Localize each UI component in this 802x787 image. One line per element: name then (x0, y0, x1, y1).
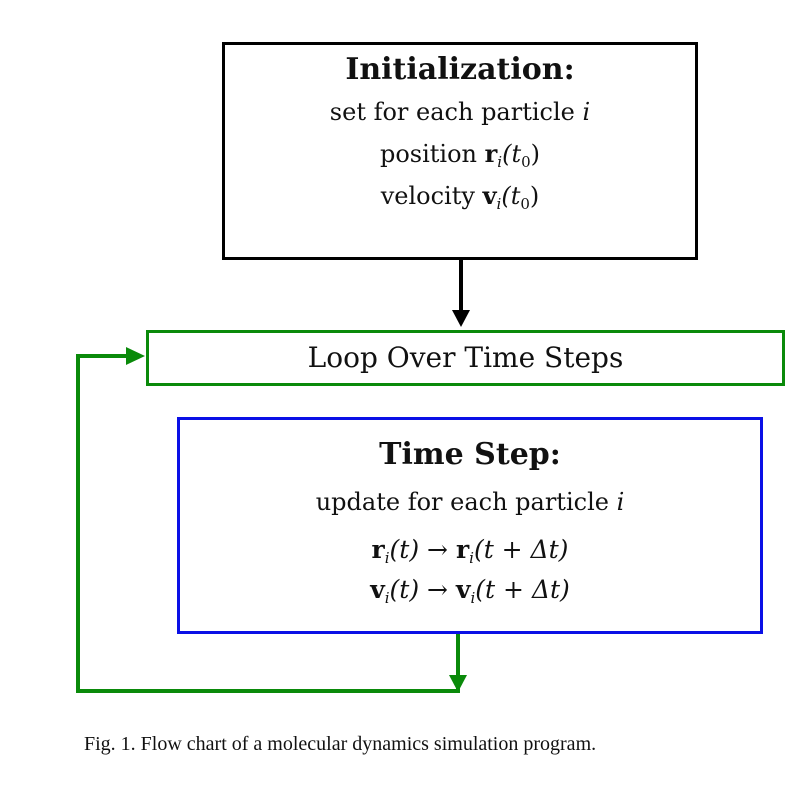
r-symbol: r (484, 139, 498, 168)
t0-close: ) (530, 140, 541, 168)
velocity-label: velocity (380, 182, 475, 210)
v-update-equation: vi(t) → vi(t + Δt) (180, 575, 760, 607)
init-line-each-particle: set for each particle i (225, 97, 695, 127)
step-line-each-particle: update for each particle i (180, 487, 760, 517)
v-subscript: i (496, 195, 502, 213)
r-lhs-arg: (t) (389, 535, 420, 564)
t0-subscript-2: 0 (520, 195, 530, 213)
figure-caption: Fig. 1. Flow chart of a molecular dynami… (84, 733, 597, 755)
time-step-title: Time Step: (379, 437, 561, 472)
step-line1-var: i (616, 488, 625, 516)
step-line1-text: update for each particle (315, 488, 609, 516)
t0-close-2: ) (529, 182, 540, 210)
v-rhs-sub: i (470, 589, 476, 607)
r-arrow: → (427, 535, 448, 564)
position-label: position (379, 140, 477, 168)
init-line1-var: i (582, 98, 591, 126)
r-rhs-sub: i (469, 549, 474, 567)
init-velocity-line: velocity vi(t0) (225, 181, 695, 213)
loop-back-arrowhead (126, 347, 145, 365)
v-lhs-arg: (t) (389, 575, 420, 604)
loop-box: Loop Over Time Steps (146, 330, 785, 386)
r-lhs-symbol: r (371, 535, 385, 564)
v-lhs-symbol: v (370, 575, 385, 604)
step-down-arrowhead (449, 675, 467, 692)
t0-open-2: (t (501, 182, 521, 210)
v-lhs-sub: i (384, 589, 390, 607)
time-step-box: Time Step: update for each particle i ri… (177, 417, 763, 634)
init-line1-text: set for each particle (329, 98, 575, 126)
v-arrow: → (427, 575, 448, 604)
init-position-line: position ri(t0) (225, 139, 695, 171)
v-symbol: v (482, 181, 497, 210)
r-subscript: i (497, 153, 503, 171)
r-lhs-sub: i (384, 549, 390, 567)
t0-subscript: 0 (521, 153, 531, 171)
init-to-loop-arrowhead (452, 310, 470, 327)
r-update-equation: ri(t) → ri(t + Δt) (180, 535, 760, 567)
v-rhs-symbol: v (455, 575, 471, 604)
initialization-title: Initialization: (345, 52, 575, 87)
t0-open: (t (502, 140, 522, 168)
r-rhs-arg: (t + Δt) (473, 535, 569, 564)
loop-back-path (76, 354, 460, 693)
r-rhs-symbol: r (455, 535, 470, 564)
v-rhs-arg: (t + Δt) (475, 575, 570, 604)
loop-label: Loop Over Time Steps (307, 341, 624, 374)
initialization-box: Initialization: set for each particle i … (222, 42, 698, 260)
